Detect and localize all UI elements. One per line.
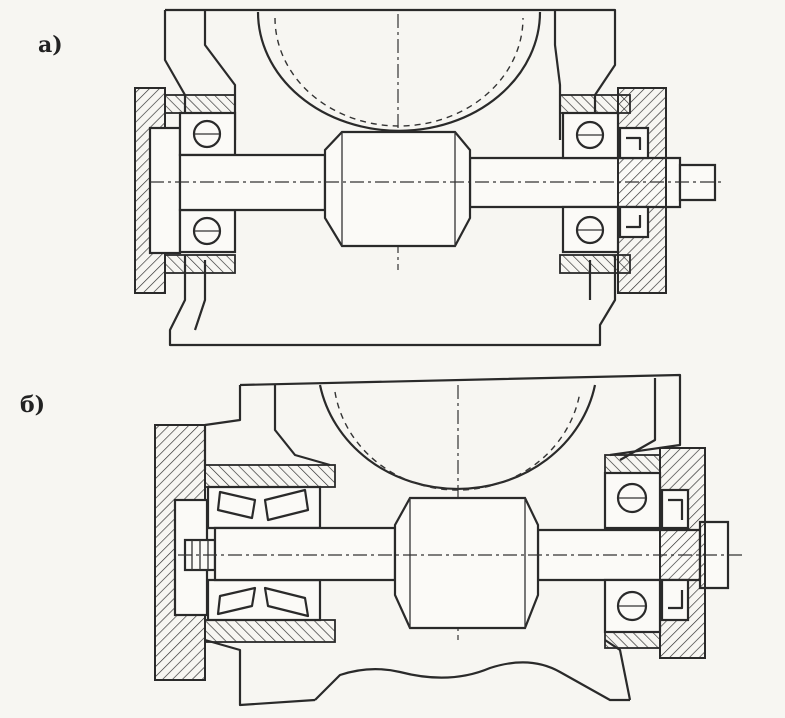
gear-a-arc-pitch <box>274 17 524 127</box>
cap-right-b <box>659 447 706 659</box>
panel-b-label: б) <box>20 392 46 418</box>
housing-left-a-hatch-top <box>164 94 236 114</box>
gear-a-arc <box>256 11 542 132</box>
seal-right-a-top <box>618 126 650 160</box>
cup-left-b-hatch-top <box>204 464 336 488</box>
pinion-b <box>393 496 540 630</box>
housing-b-bottom-edge <box>314 661 630 702</box>
cup-left-b-hatch-bot <box>204 619 336 643</box>
seal-right-b-bot-lip <box>668 590 684 610</box>
seal-right-b-top-lip <box>668 498 684 520</box>
seal-right-a-top-lip <box>626 136 642 150</box>
seal-right-b-top <box>660 488 690 530</box>
pinion-a <box>323 130 472 248</box>
housing-a-web <box>193 10 592 331</box>
cap-left-a-inner <box>148 126 182 255</box>
bearing-right-b-bot <box>603 578 662 634</box>
seal-right-a-bot <box>618 205 650 239</box>
roller-b-top-1 <box>216 490 257 520</box>
panel-a-label: а) <box>38 32 63 58</box>
seal-right-b-bot <box>660 578 690 622</box>
housing-right-b-hatch-top <box>604 454 661 474</box>
assembly-a <box>134 8 725 347</box>
seal-right-a-bot-lip <box>626 215 642 229</box>
housing-b-web <box>273 378 657 467</box>
housing-left-a-hatch-bot <box>164 254 236 274</box>
shaft-b <box>213 526 397 582</box>
roller-b-bot-1 <box>216 586 257 616</box>
cap-right-a <box>617 87 667 294</box>
shaft-a-end <box>678 163 717 202</box>
roller-b-top-2 <box>263 488 310 522</box>
roller-b-bot-2 <box>263 586 310 618</box>
assembly-b <box>154 373 745 707</box>
housing-b-outline <box>203 373 682 707</box>
